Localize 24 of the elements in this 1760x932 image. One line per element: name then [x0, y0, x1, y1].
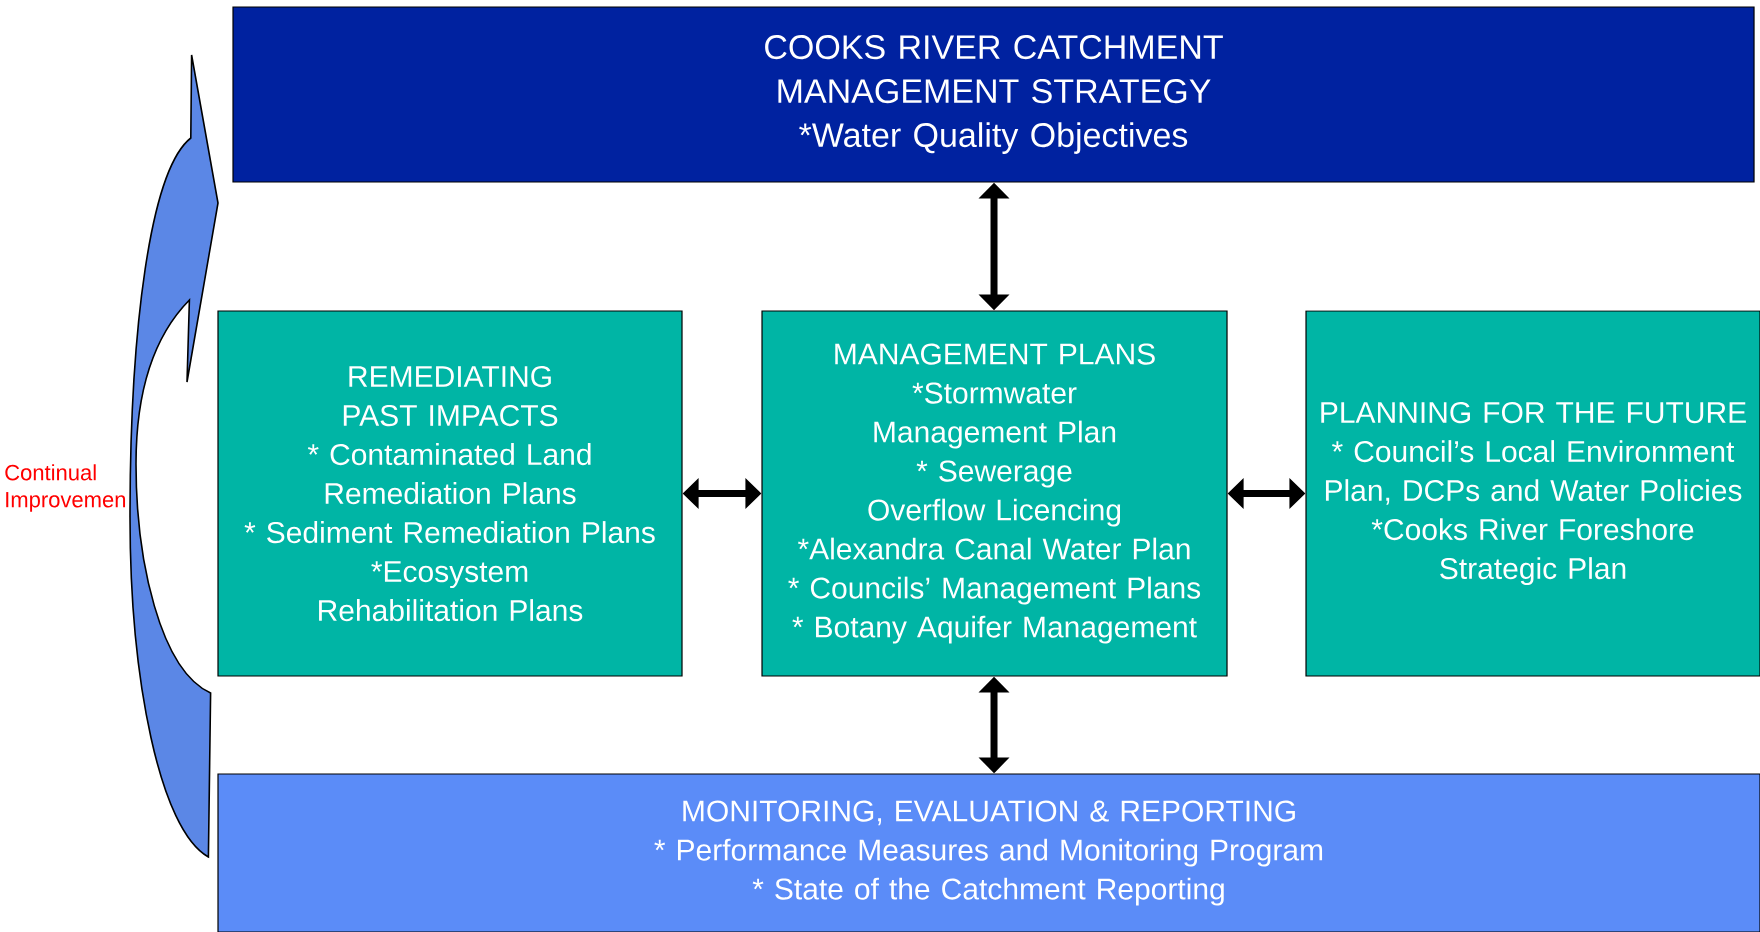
plan-box — [217, 310, 683, 677]
side-label: Continual Improvemen — [5, 464, 126, 512]
node-label: * State of the Catchment Reporting — [752, 877, 1224, 906]
plan-box — [217, 773, 1760, 932]
node-label: * Botany Aquifer Management — [792, 615, 1197, 644]
node-label: *Ecosystem Rehabilitation Plans — [319, 561, 583, 622]
node-label: * Council’s Local Environment Plan, DCPs and Water Policies — [1325, 440, 1742, 505]
node-label: * Performance Measures and Monitoring Program — [654, 838, 1323, 867]
node-label: COOKS RIVER CATCHMENT MANAGEMENT STRATEGY — [765, 35, 1223, 104]
node-label: *Alexandra Canal Water Plan — [797, 537, 1190, 560]
node-label: PLANNING FOR THE FUTURE — [1321, 401, 1746, 424]
plan-box — [1305, 310, 1760, 677]
node-label: * Contaminated Land Remediation Plans — [307, 443, 591, 505]
node-label: REMEDIATING PAST IMPACTS — [343, 365, 558, 427]
node-label: *Stormwater Management Plan — [874, 382, 1116, 449]
plan-box — [761, 310, 1228, 677]
plan-box — [232, 6, 1755, 183]
node-label: * Sediment Remediation Plans — [244, 521, 655, 544]
node-label: * Councils’ Management Plans — [788, 576, 1201, 605]
node-label: *Cooks River Foreshore Strategic Plan — [1371, 518, 1694, 586]
node-label: MANAGEMENT PLANS — [835, 343, 1155, 365]
node-label: MONITORING, EVALUATION & REPORTING — [683, 800, 1295, 826]
node-label: *Water Quality Objectives — [799, 122, 1188, 154]
node-label: * Sewerage Overflow Licencing — [868, 460, 1121, 527]
